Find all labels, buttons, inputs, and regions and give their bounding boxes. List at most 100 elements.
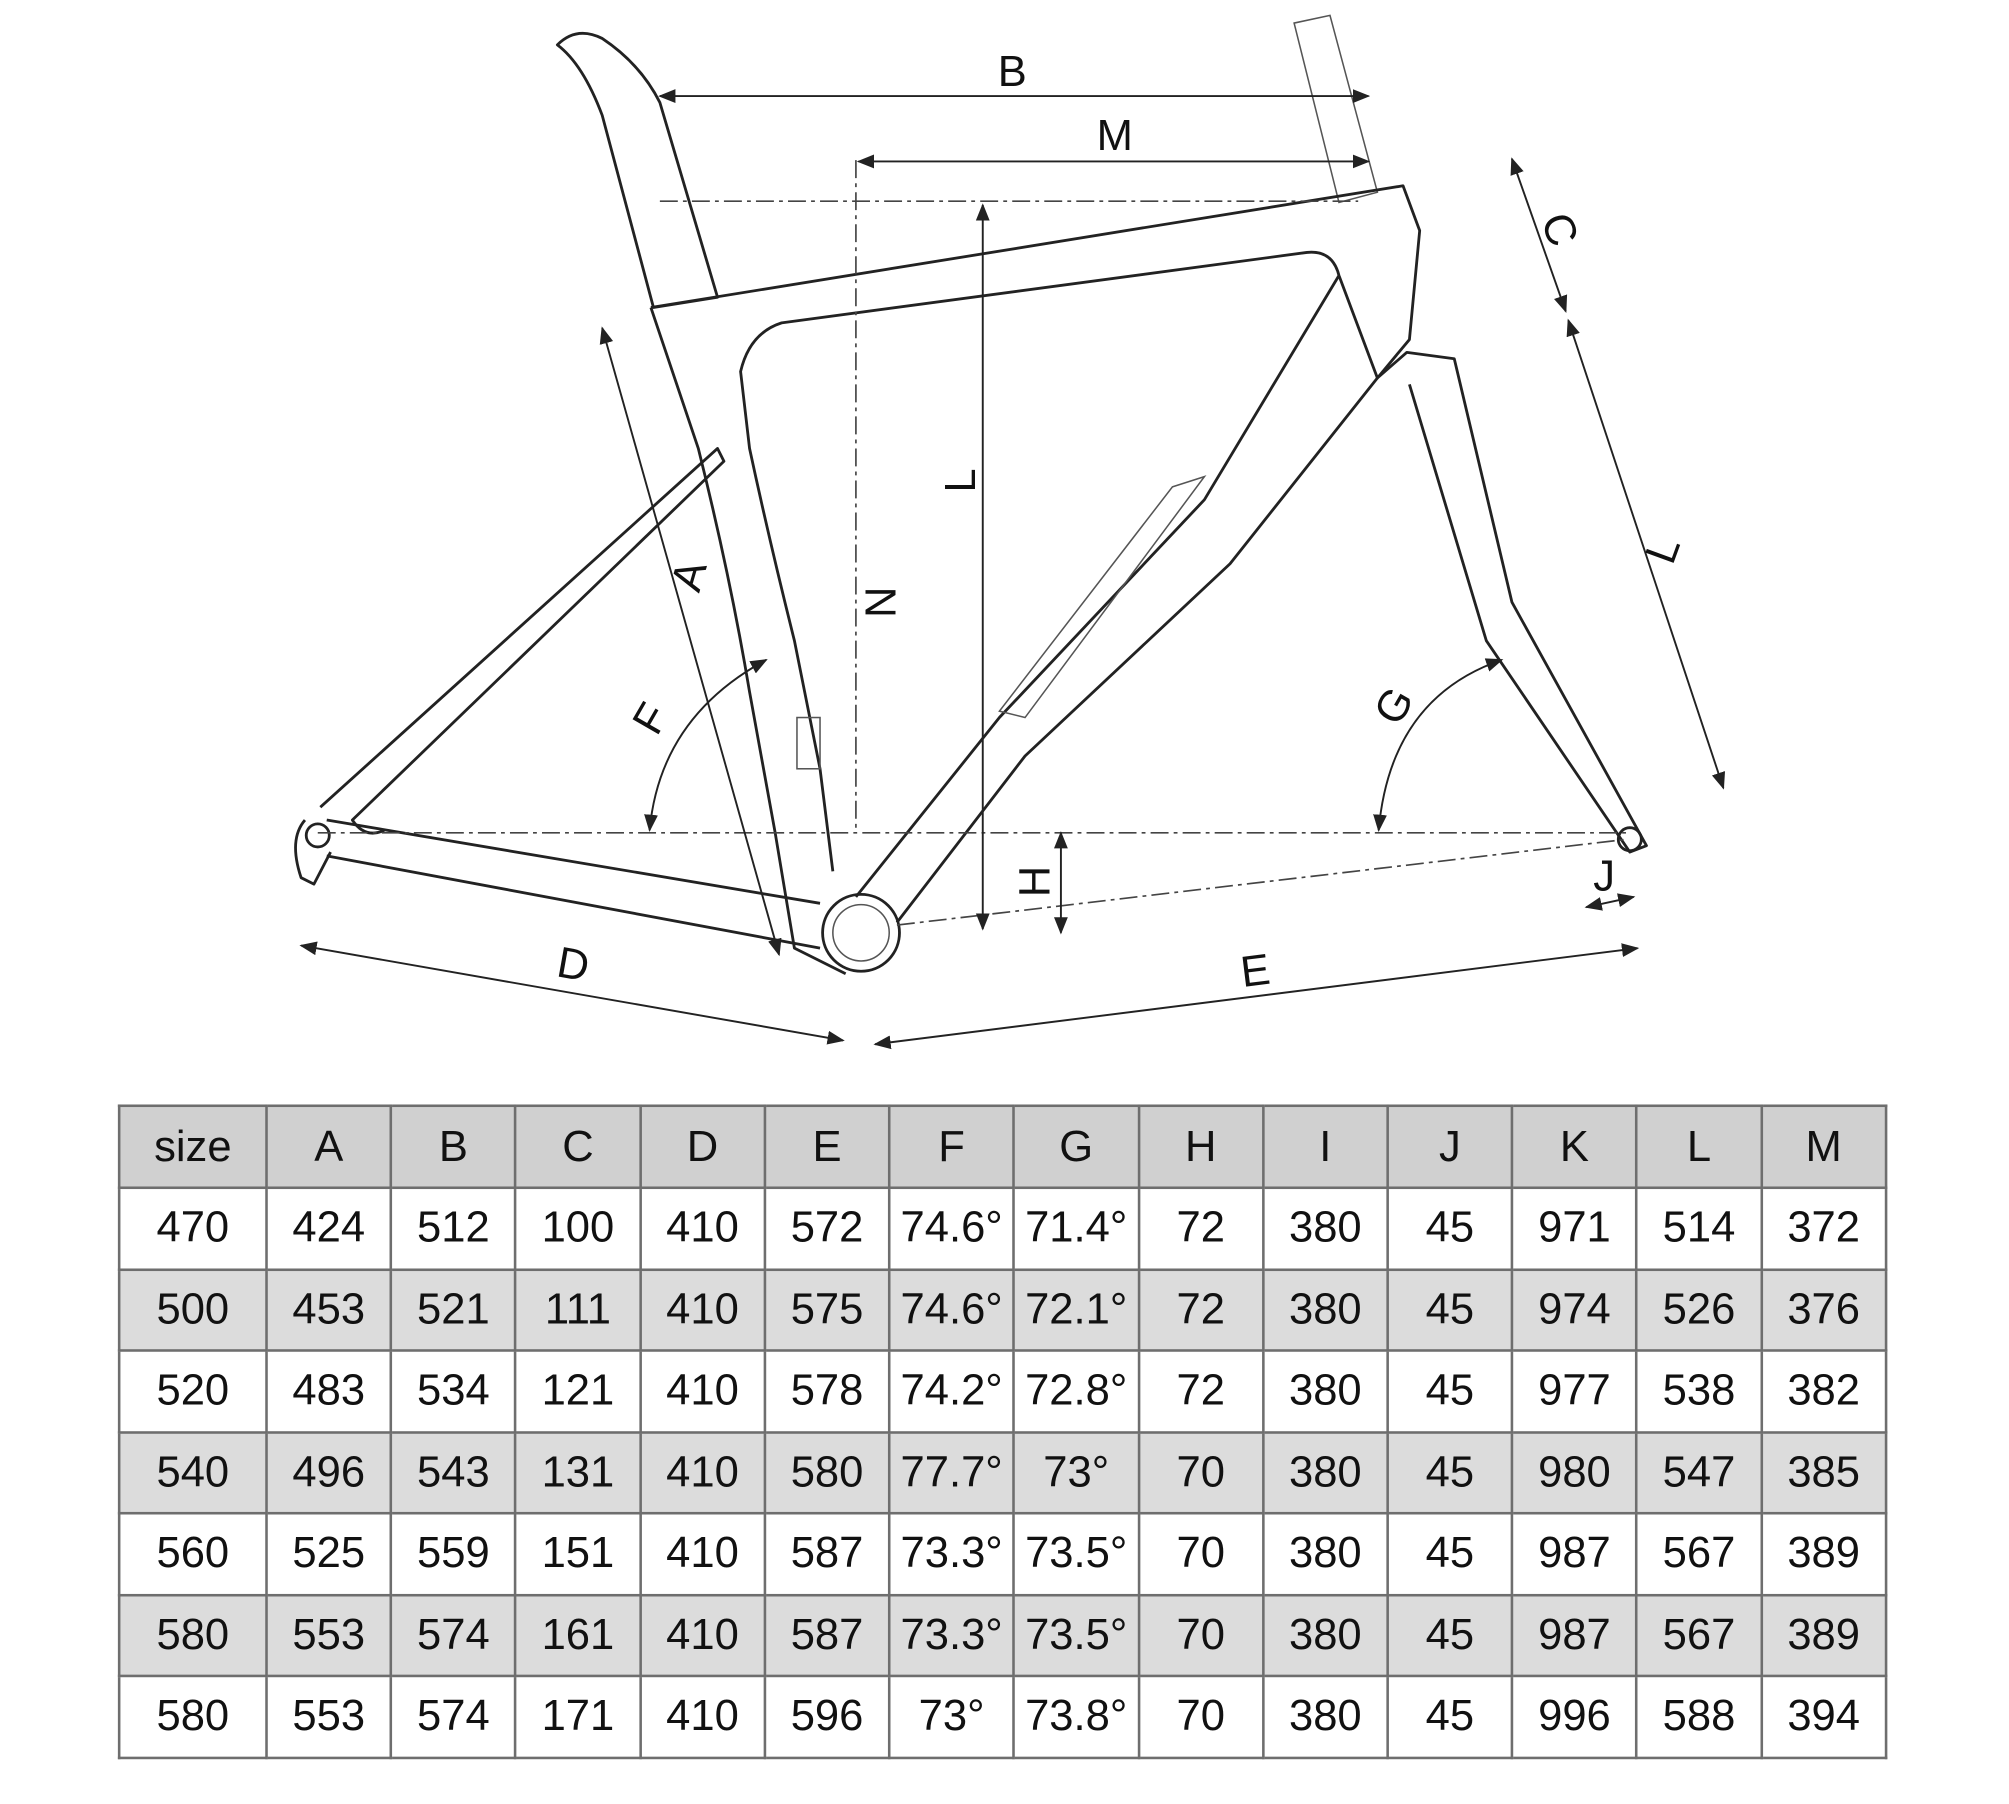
table-cell: 588 (1635, 1674, 1763, 1759)
table-cell: 534 (389, 1349, 517, 1434)
table-cell: 453 (265, 1267, 393, 1352)
table-cell: 560 (117, 1511, 268, 1596)
table-cell: 74.6° (888, 1186, 1016, 1271)
column-header: M (1760, 1104, 1888, 1190)
column-header: size (117, 1104, 268, 1190)
table-cell: 380 (1261, 1267, 1389, 1352)
table-cell: 553 (265, 1593, 393, 1678)
table-cell: 45 (1386, 1430, 1514, 1515)
label-m: M (1097, 112, 1133, 160)
table-cell: 380 (1261, 1593, 1389, 1678)
label-l-fork: L (1637, 531, 1690, 570)
table-cell: 73° (1012, 1430, 1140, 1515)
table-cell: 521 (389, 1267, 517, 1352)
table-cell: 73.5° (1012, 1511, 1140, 1596)
table-cell: 547 (1635, 1430, 1763, 1515)
column-header: B (389, 1104, 517, 1190)
table-cell: 74.6° (888, 1267, 1016, 1352)
table-cell: 72 (1137, 1186, 1265, 1271)
table-cell: 45 (1386, 1674, 1514, 1759)
table-cell: 580 (117, 1674, 268, 1759)
table-cell: 514 (1635, 1186, 1763, 1271)
table-cell: 73.3° (888, 1593, 1016, 1678)
table-cell: 580 (763, 1430, 891, 1515)
table-cell: 380 (1261, 1430, 1389, 1515)
table-cell: 553 (265, 1674, 393, 1759)
table-cell: 587 (763, 1511, 891, 1596)
table-cell: 131 (514, 1430, 642, 1515)
column-header: L (1635, 1104, 1763, 1190)
column-header: D (638, 1104, 767, 1190)
table-cell: 980 (1510, 1430, 1639, 1515)
column-header: A (265, 1104, 393, 1190)
label-d: D (554, 939, 593, 992)
table-cell: 72.8° (1012, 1349, 1140, 1434)
table-cell: 111 (514, 1267, 642, 1352)
table-cell: 380 (1261, 1349, 1389, 1434)
table-cell: 567 (1635, 1593, 1763, 1678)
table-cell: 72.1° (1012, 1267, 1140, 1352)
table-cell: 45 (1386, 1267, 1514, 1352)
bike-frame (294, 14, 1648, 976)
table-cell: 73.8° (1012, 1674, 1140, 1759)
table-cell: 996 (1510, 1674, 1639, 1759)
table-cell: 540 (117, 1430, 268, 1515)
table-cell: 572 (763, 1186, 891, 1271)
table-cell: 410 (638, 1511, 767, 1596)
column-header: H (1137, 1104, 1265, 1190)
table-cell: 987 (1510, 1511, 1639, 1596)
table-cell: 974 (1510, 1267, 1639, 1352)
column-header: J (1386, 1104, 1514, 1190)
table-cell: 574 (389, 1674, 517, 1759)
table-cell: 580 (117, 1593, 268, 1678)
column-header: F (888, 1104, 1016, 1190)
table-cell: 543 (389, 1430, 517, 1515)
table-cell: 71.4° (1012, 1186, 1140, 1271)
table-cell: 45 (1386, 1349, 1514, 1434)
table-cell: 596 (763, 1674, 891, 1759)
label-f: F (624, 695, 679, 742)
table-cell: 470 (117, 1186, 268, 1271)
table-cell: 77.7° (888, 1430, 1016, 1515)
table-cell: 538 (1635, 1349, 1763, 1434)
label-b: B (998, 48, 1027, 96)
table-cell: 151 (514, 1511, 642, 1596)
table-cell: 410 (638, 1267, 767, 1352)
table-cell: 394 (1760, 1674, 1888, 1759)
table-cell: 70 (1137, 1593, 1265, 1678)
table-cell: 72 (1137, 1267, 1265, 1352)
table-cell: 45 (1386, 1593, 1514, 1678)
table-cell: 72 (1137, 1349, 1265, 1434)
table-cell: 372 (1760, 1186, 1888, 1271)
table-cell: 121 (514, 1349, 642, 1434)
table-cell: 45 (1386, 1511, 1514, 1596)
table-cell: 410 (638, 1430, 767, 1515)
table-cell: 45 (1386, 1186, 1514, 1271)
table-cell: 987 (1510, 1593, 1639, 1678)
table-cell: 380 (1261, 1186, 1389, 1271)
table-cell: 567 (1635, 1511, 1763, 1596)
table-cell: 161 (514, 1593, 642, 1678)
table-cell: 512 (389, 1186, 517, 1271)
label-c: C (1531, 207, 1587, 253)
table-cell: 500 (117, 1267, 268, 1352)
table-cell: 171 (514, 1674, 642, 1759)
table-cell: 483 (265, 1349, 393, 1434)
table-cell: 380 (1261, 1511, 1389, 1596)
table-cell: 410 (638, 1593, 767, 1678)
table-cell: 389 (1760, 1593, 1888, 1678)
table-cell: 559 (389, 1511, 517, 1596)
label-j: J (1593, 852, 1615, 900)
table-cell: 574 (389, 1593, 517, 1678)
dimension-lines (299, 89, 1726, 1050)
table-cell: 587 (763, 1593, 891, 1678)
table-cell: 73.5° (1012, 1593, 1140, 1678)
table-cell: 70 (1137, 1430, 1265, 1515)
